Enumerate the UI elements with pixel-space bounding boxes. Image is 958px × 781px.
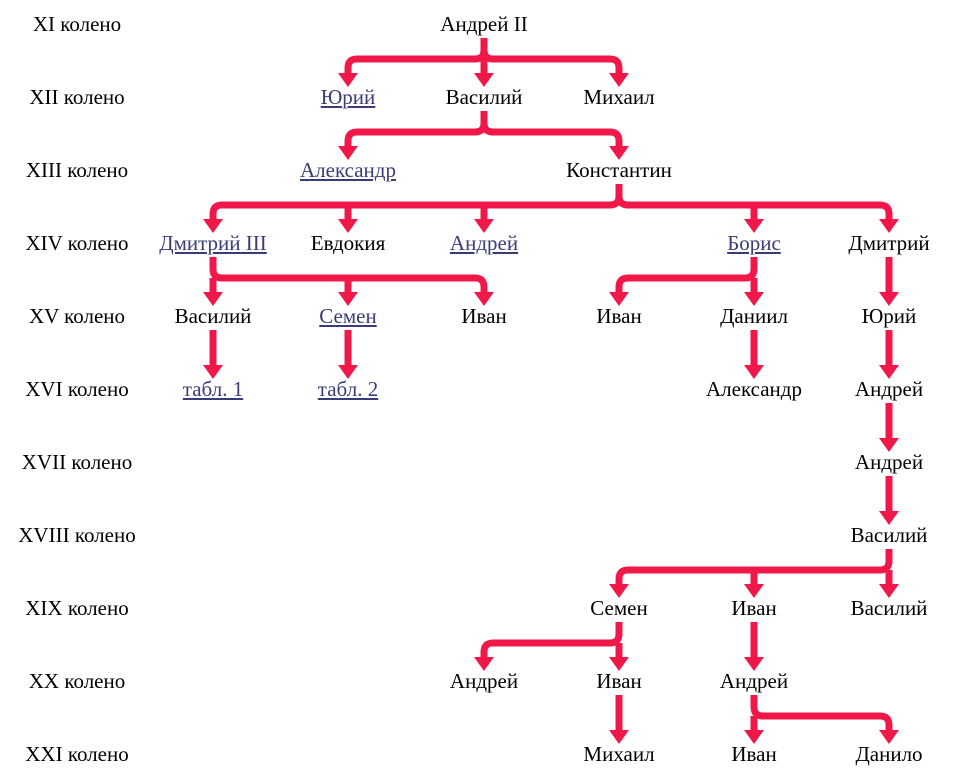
person-andrey17: Андрей bbox=[854, 450, 924, 474]
person-andrey20a: Андрей bbox=[449, 669, 519, 693]
person-evdokiya14: Евдокия bbox=[310, 231, 386, 255]
arrow-ivan21 bbox=[744, 730, 764, 744]
person-vasiliy18: Василий bbox=[850, 523, 928, 547]
arrow-aleksandr16 bbox=[744, 365, 764, 379]
generation-label: XV колено bbox=[28, 304, 126, 328]
generation-label: XXI колено bbox=[25, 742, 129, 766]
person-konstantin13: Константин bbox=[566, 158, 672, 182]
arrow-dmitriy14 bbox=[879, 219, 899, 233]
arrow-danilo21 bbox=[879, 730, 899, 744]
generation-label: XIV колено bbox=[25, 231, 129, 255]
arrow-mikhail12 bbox=[609, 73, 629, 87]
person-ivan19: Иван bbox=[731, 596, 777, 620]
person-andrey2: Андрей II bbox=[440, 12, 528, 36]
person-aleksandr13-link[interactable]: Александр bbox=[300, 158, 396, 182]
arrow-dmitriy3 bbox=[203, 219, 223, 233]
connector-semen19 bbox=[480, 622, 623, 659]
person-mikhail21: Михаил bbox=[583, 742, 655, 766]
arrow-vasiliy12 bbox=[474, 73, 494, 87]
arrow-ivan19 bbox=[744, 584, 764, 598]
generation-label: XX колено bbox=[28, 669, 126, 693]
person-tabl1-link[interactable]: табл. 1 bbox=[182, 377, 244, 401]
person-andrey20b: Андрей bbox=[719, 669, 789, 693]
generation-label: XIII колено bbox=[25, 158, 129, 182]
arrow-semen19 bbox=[609, 584, 629, 598]
arrow-aleksandr13 bbox=[338, 146, 358, 160]
arrow-daniil15 bbox=[744, 292, 764, 306]
person-mikhail12: Михаил bbox=[583, 85, 655, 109]
arrow-andrey16 bbox=[879, 365, 899, 379]
connector-andrey20b bbox=[750, 695, 893, 732]
connector-dmitriy3 bbox=[209, 257, 488, 294]
person-aleksandr16: Александр bbox=[706, 377, 802, 401]
connector-konstantin13 bbox=[209, 184, 893, 221]
arrow-semen15 bbox=[338, 292, 358, 306]
arrow-vasiliy18 bbox=[879, 511, 899, 525]
generation-label: XVII колено bbox=[21, 450, 133, 474]
generation-label: XI колено bbox=[32, 12, 122, 36]
generation-label: XII колено bbox=[29, 85, 125, 109]
person-vasiliy19: Василий bbox=[850, 596, 928, 620]
arrow-vasiliy19 bbox=[879, 584, 899, 598]
arrow-konstantin13 bbox=[609, 146, 629, 160]
person-yuriy12-link[interactable]: Юрий bbox=[320, 85, 376, 109]
arrow-andrey17 bbox=[879, 438, 899, 452]
arrow-vasiliy15 bbox=[203, 292, 223, 306]
arrow-andrey20a bbox=[474, 657, 494, 671]
person-ivan21: Иван bbox=[731, 742, 777, 766]
arrow-tabl1 bbox=[203, 365, 223, 379]
generation-label: XIX колено bbox=[25, 596, 129, 620]
arrow-boris14 bbox=[744, 219, 764, 233]
person-vasiliy12: Василий bbox=[445, 85, 523, 109]
arrow-tabl2 bbox=[338, 365, 358, 379]
arrow-ivan20 bbox=[609, 657, 629, 671]
connector-vasiliy12 bbox=[344, 111, 623, 148]
person-yuriy15: Юрий bbox=[861, 304, 917, 328]
connector-vasiliy18 bbox=[615, 549, 893, 586]
generation-label: XVIII колено bbox=[18, 523, 136, 547]
arrow-yuriy15 bbox=[879, 292, 899, 306]
person-daniil15: Даниил bbox=[720, 304, 788, 328]
person-ivan15b: Иван bbox=[596, 304, 642, 328]
connector-boris14 bbox=[615, 257, 758, 294]
generation-label: XVI колено bbox=[25, 377, 129, 401]
person-andrey16: Андрей bbox=[854, 377, 924, 401]
person-tabl2-link[interactable]: табл. 2 bbox=[317, 377, 379, 401]
arrow-andrey14 bbox=[474, 219, 494, 233]
person-ivan15a: Иван bbox=[461, 304, 507, 328]
person-semen15-link[interactable]: Семен bbox=[319, 304, 377, 328]
arrow-evdokiya14 bbox=[338, 219, 358, 233]
arrow-mikhail21 bbox=[609, 730, 629, 744]
arrow-ivan15b bbox=[609, 292, 629, 306]
arrow-yuriy12 bbox=[338, 73, 358, 87]
arrow-andrey20b bbox=[744, 657, 764, 671]
arrow-ivan15a bbox=[474, 292, 494, 306]
person-vasiliy15: Василий bbox=[174, 304, 252, 328]
person-dmitriy3-link[interactable]: Дмитрий III bbox=[159, 231, 267, 255]
person-dmitriy14: Дмитрий bbox=[848, 231, 930, 255]
person-boris14-link[interactable]: Борис bbox=[727, 231, 781, 255]
connector-andrey2 bbox=[344, 38, 623, 75]
person-ivan20: Иван bbox=[596, 669, 642, 693]
person-andrey14-link[interactable]: Андрей bbox=[449, 231, 519, 255]
person-semen19: Семен bbox=[590, 596, 648, 620]
person-danilo21: Данило bbox=[855, 742, 923, 766]
